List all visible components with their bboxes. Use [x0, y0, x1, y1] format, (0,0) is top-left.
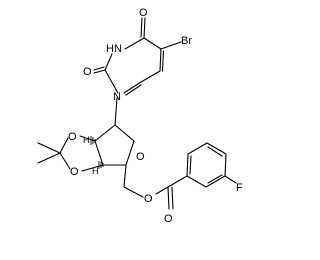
- fluorophenyl-ring: [186, 142, 237, 188]
- acetonide-ring: [37, 135, 104, 172]
- ester-linker: [123, 164, 188, 210]
- atom-f: F: [236, 182, 243, 194]
- molecule-drawing: O HN Br O N O O O H H O O F: [37, 7, 243, 225]
- glycosidic-bond: [114, 97, 118, 126]
- atom-hn: HN: [106, 43, 122, 55]
- structure-canvas: O HN Br O N O O O H H O O F: [37, 7, 243, 225]
- atom-br: Br: [181, 35, 192, 47]
- atom-o-top: O: [139, 7, 148, 19]
- atom-o-left: O: [83, 66, 92, 78]
- ribose-ring: [94, 124, 135, 166]
- uracil-substituents: [93, 17, 182, 74]
- stereo-hashes: [90, 136, 104, 169]
- atom-o-furan: O: [136, 151, 145, 163]
- atom-h1: H: [83, 135, 90, 145]
- atom-o-ring2: O: [70, 166, 79, 178]
- uracil-ring: [104, 37, 165, 96]
- atom-n: N: [113, 91, 121, 103]
- atom-o-ring1: O: [68, 131, 77, 143]
- atom-o-ester: O: [144, 193, 153, 205]
- atom-h2: H: [92, 166, 99, 176]
- atom-o-carbonyl: O: [164, 213, 173, 225]
